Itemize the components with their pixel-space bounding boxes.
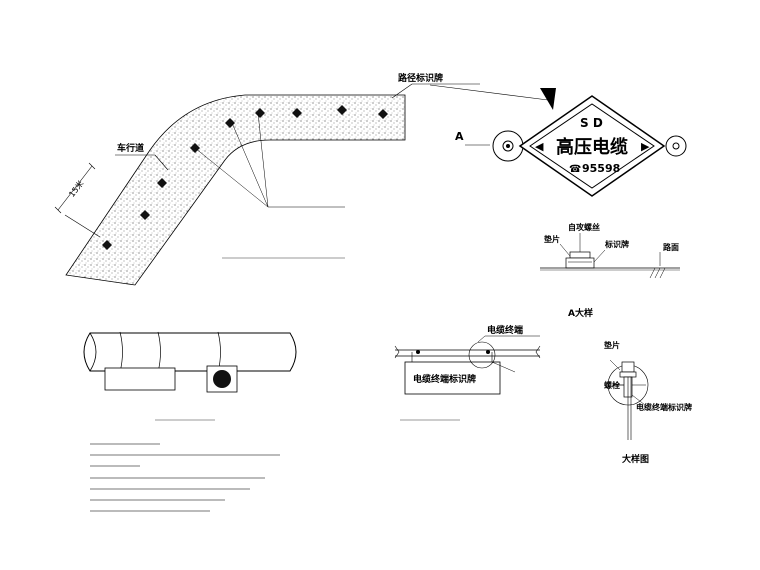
sign-main-text: 高压电缆 [556, 136, 628, 158]
sign-plate-label: 标识牌 [604, 239, 629, 249]
washer-label: 垫片 [544, 234, 560, 244]
phone-icon: ☎ [569, 164, 581, 175]
diamond-outer [518, 95, 666, 197]
detail-view: 垫片 螺栓 电缆终端标识牌 大样图 [604, 340, 692, 465]
detail-bolt-head [621, 361, 635, 373]
pipe-body [83, 332, 297, 372]
marker-leaders [194, 112, 345, 208]
a-detail-title: A大样 [568, 307, 593, 319]
marker [292, 108, 302, 118]
detail-view-title: 大样图 [622, 453, 649, 465]
route-sign-pointer [429, 84, 549, 101]
terminal-bolt [416, 350, 420, 354]
dimension-label: 15米 [66, 178, 85, 198]
road-band [65, 94, 406, 286]
sign-right-arrow: ▶ [641, 140, 650, 153]
sign-left-arrow: ◀ [535, 140, 544, 153]
diamond-inner [529, 103, 655, 189]
bolt-label: 螺栓 [604, 380, 620, 390]
terminal-detail-circle [468, 341, 496, 369]
notes-block [90, 443, 280, 512]
road-plan: 15米 路径标识牌 车行道 [54, 72, 556, 286]
terminal-sign2-label: 电缆终端标识牌 [636, 402, 692, 412]
marker [255, 108, 265, 118]
route-sign-label: 路径标识牌 [398, 72, 443, 84]
pipe-elevation [83, 331, 297, 421]
terminal-sign-text: 电缆终端标识牌 [413, 373, 476, 385]
sign-top-text: S D [580, 116, 603, 130]
marker [225, 118, 235, 128]
terminal-sign-board [404, 361, 501, 395]
cable-terminal-label: 电缆终端 [487, 324, 523, 336]
dimension-15m [54, 162, 101, 238]
washer-body [565, 257, 595, 269]
road-surface-label: 路面 [663, 242, 679, 252]
sign-plate: A S D 高压电缆 ◀ ▶ ☎ 95598 [455, 95, 687, 197]
marker [102, 240, 112, 250]
marker [157, 178, 167, 188]
arrow-head [540, 88, 556, 110]
marker [378, 109, 388, 119]
sign-phone-number: 95598 [582, 162, 620, 175]
marker [337, 105, 347, 115]
washer2-label: 垫片 [604, 340, 620, 350]
terminal-bolt [486, 350, 490, 354]
point-a-label: A [455, 130, 464, 143]
marker [140, 210, 150, 220]
pipe-section [213, 370, 231, 388]
carriageway-label: 车行道 [117, 142, 144, 154]
screw-head [569, 251, 591, 259]
pipe-sign [104, 367, 176, 391]
self-tapping-screw-label: 自攻螺丝 [568, 222, 600, 232]
route-sign-leader [391, 83, 413, 99]
a-detail: 自攻螺丝 垫片 标识牌 路面 A大样 [540, 222, 680, 319]
cable-terminal: 电缆终端 电缆终端标识牌 [394, 324, 541, 421]
